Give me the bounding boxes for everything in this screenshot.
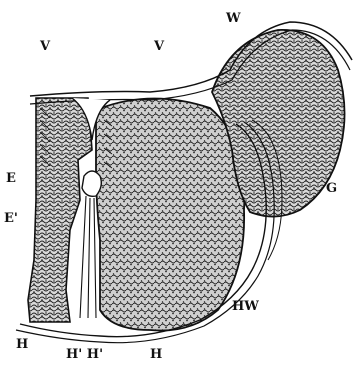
label-e-prime: E' [4,212,18,225]
label-h-right: H [150,348,162,361]
central-hemisphere-mass [96,98,244,330]
label-w: W [226,12,241,25]
label-e: E [6,172,16,185]
label-hw: HW [232,300,259,313]
label-h-prime-pair: H' H' [66,348,103,361]
central-cleft [82,171,101,196]
label-h-left: H [16,338,28,351]
label-v-left: V [40,40,50,53]
label-g: G [326,182,337,195]
left-hemisphere-mass [28,98,92,322]
label-v-right: V [154,40,164,53]
